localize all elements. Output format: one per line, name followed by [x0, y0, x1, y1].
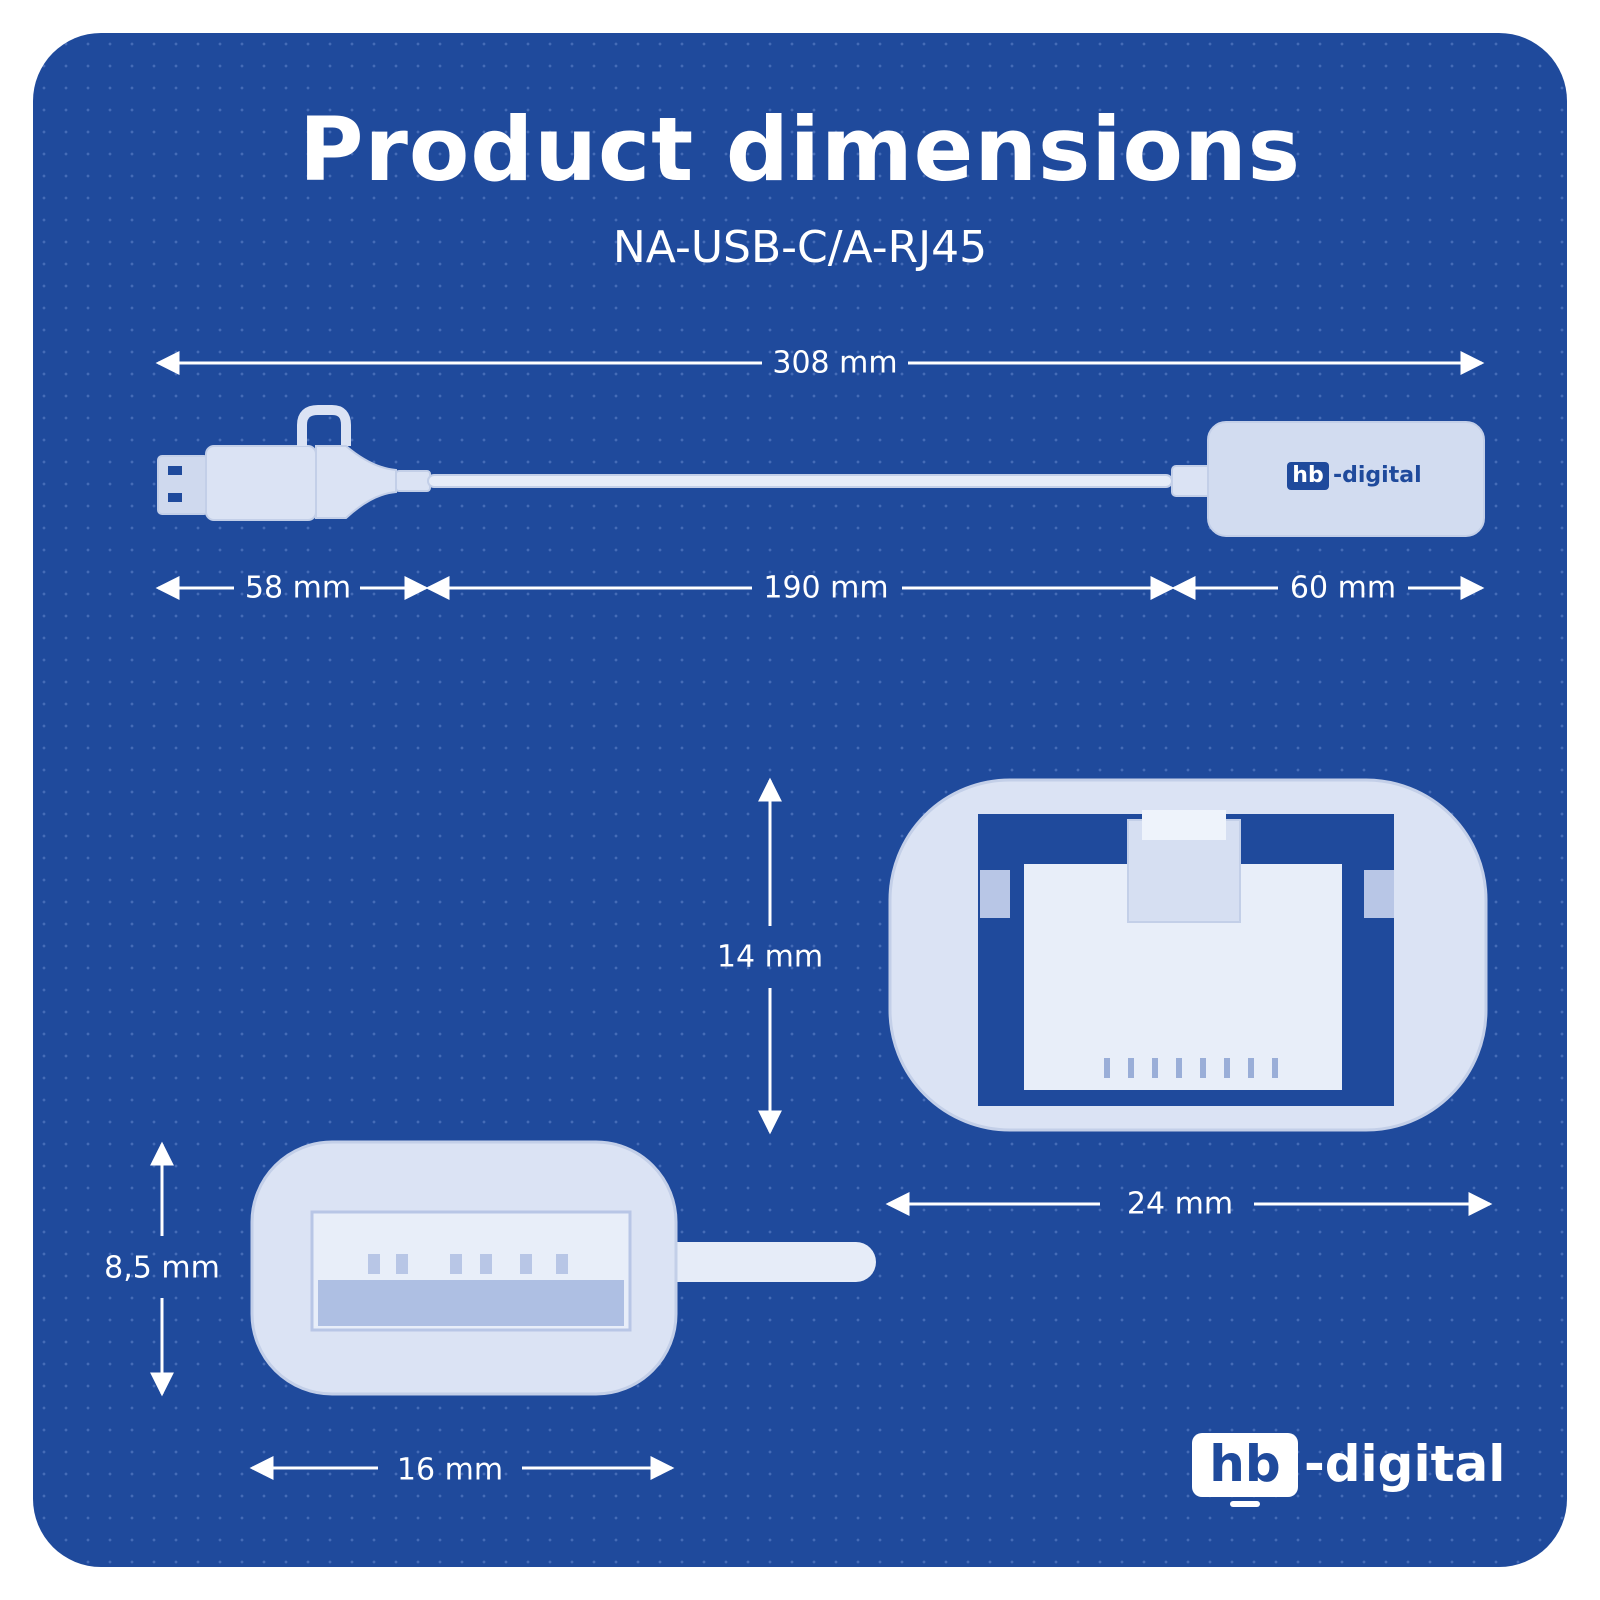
product-logo-box: hb [1287, 462, 1329, 490]
rj45-width-label: 24 mm [1126, 1186, 1234, 1222]
brand-logo-box: hb [1192, 1433, 1298, 1497]
brand-logo-text: -digital [1304, 1435, 1506, 1493]
monitor-stand-icon [1230, 1501, 1260, 1507]
cable-length-label: 190 mm [763, 570, 889, 606]
total-length-label: 308 mm [772, 345, 898, 381]
housing-length-label: 60 mm [1289, 570, 1397, 606]
plug-length-label: 58 mm [244, 570, 352, 606]
rj45-height-label: 14 mm [716, 939, 824, 975]
model-number: NA-USB-C/A-RJ45 [612, 222, 988, 273]
page-title: Product dimensions [298, 98, 1302, 201]
product-logo-text: -digital [1333, 463, 1422, 488]
adapter-side-view [157, 405, 1485, 537]
usb-width-label: 16 mm [396, 1452, 504, 1488]
usb-height-label: 8,5 mm [104, 1250, 220, 1286]
rj45-front-view [888, 778, 1488, 1132]
usb-front-view [250, 1140, 876, 1396]
